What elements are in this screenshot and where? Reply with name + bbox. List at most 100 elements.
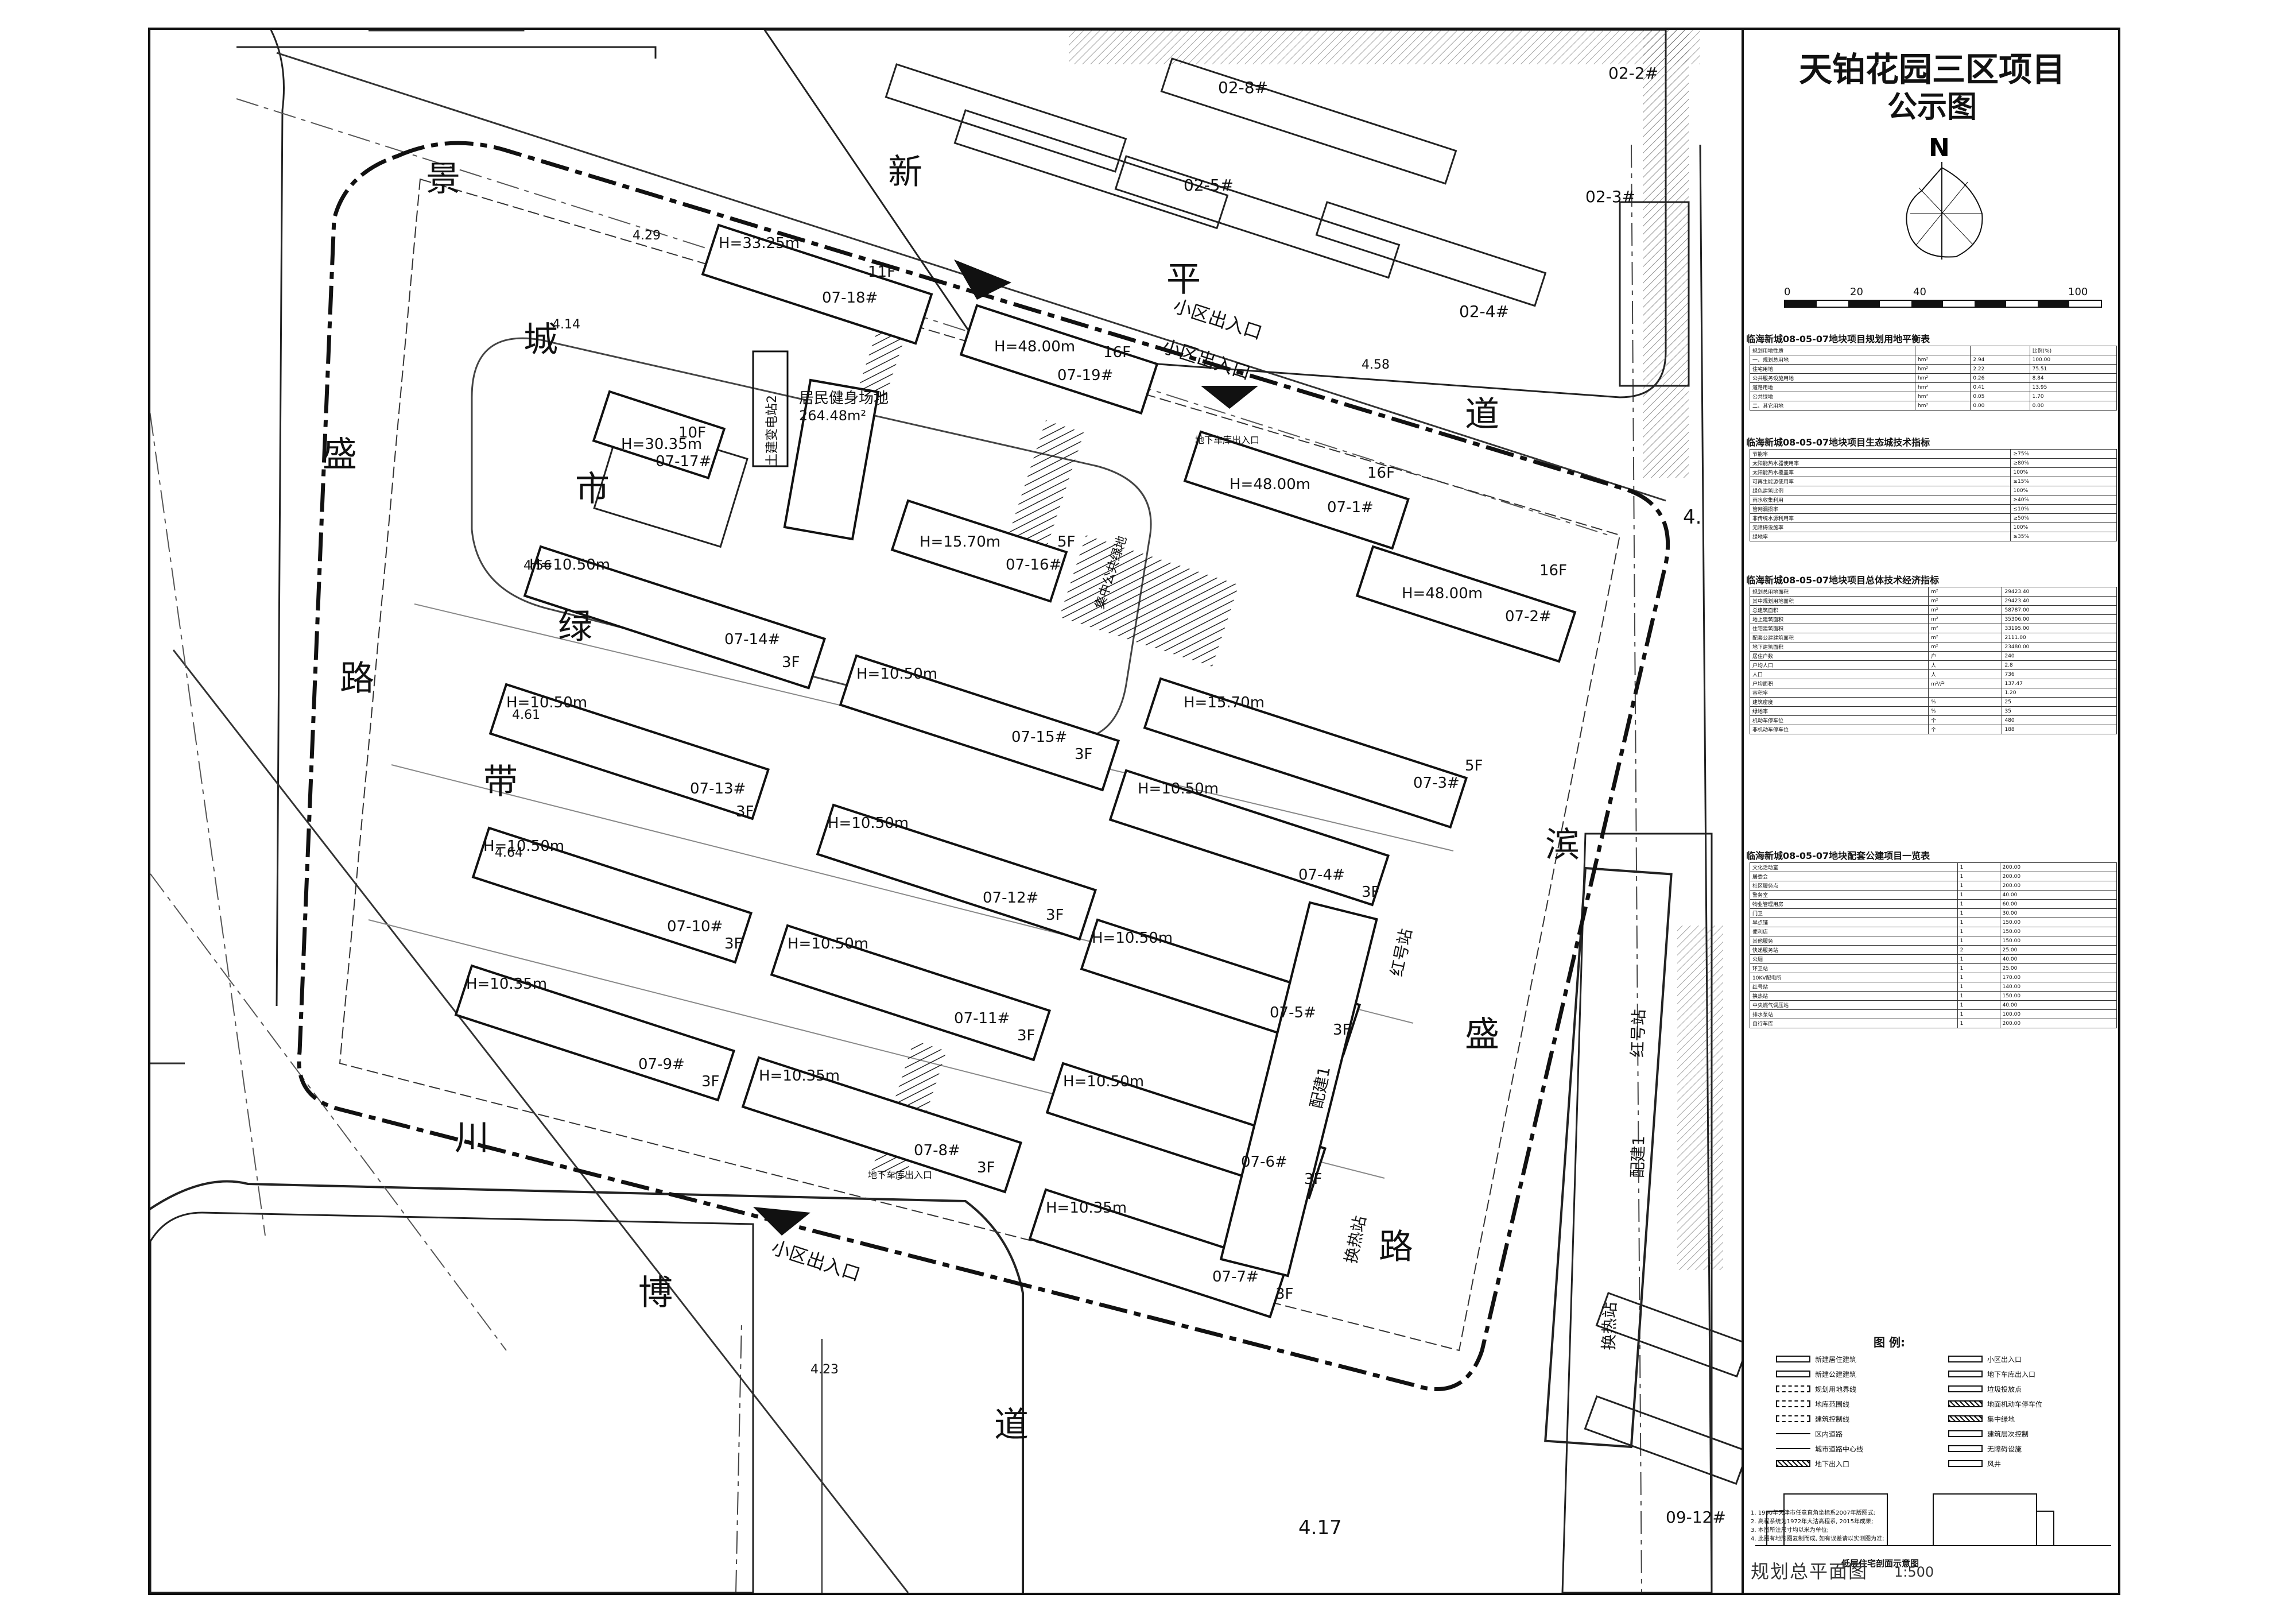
table-cell: 25.00: [1999, 963, 2117, 973]
table-cell: 1: [1957, 973, 2000, 982]
table-cell: 太阳能热水器使用率: [1749, 458, 2011, 468]
legend-label: 地下车库出入口: [1987, 1370, 2036, 1379]
table-cell: ≥35%: [2010, 532, 2117, 541]
table-cell: 33195.00: [2002, 624, 2117, 633]
floors-07-14: 3F: [782, 654, 800, 671]
table-cell: m²: [1928, 587, 2003, 597]
road-east-label-1: 滨: [1545, 825, 1580, 865]
table-cell: 1: [1957, 881, 2000, 891]
table-cell: 其他服务: [1750, 936, 1958, 946]
floors-07-8: 3F: [977, 1159, 995, 1176]
floors-07-15: 3F: [1075, 746, 1093, 763]
legend-label: 地库范围线: [1815, 1400, 1850, 1408]
elevation-labels: 4.29 4.14 4.58 4.56 4.61 4.64 4.23 4.17 …: [495, 229, 1701, 1539]
bldg-07-3: 07-3#: [1413, 775, 1460, 792]
table-cell: 1: [1957, 908, 2000, 918]
table-cell: 35: [2002, 706, 2117, 716]
table-cell: m²/户: [1928, 679, 2003, 688]
site-boundary: [297, 141, 1670, 1391]
table-cell: 换热站: [1750, 991, 1958, 1001]
table-cell: 配套公建建筑面积: [1749, 633, 1929, 642]
road-south-label-2: 博: [638, 1273, 673, 1313]
road-west-label-3: 盛: [323, 435, 357, 475]
table-cell: 总建筑面积: [1749, 605, 1929, 615]
table-cell: 1: [1957, 927, 2000, 936]
table-row: 太阳能热水器使用率≥80%: [1749, 458, 2117, 468]
table-cell: 140.00: [1999, 982, 2117, 992]
table-cell: ≥80%: [2010, 458, 2117, 468]
table-cell: 2111.00: [2002, 633, 2117, 642]
neighbor-parcel-southwest: [150, 1211, 754, 1593]
table-cell: 可再生能源使用率: [1749, 477, 2011, 486]
table-cell: 0.41: [1970, 382, 2030, 392]
table-cell: 200.00: [1999, 881, 2117, 891]
table-cell: 10KV配电所: [1750, 973, 1958, 982]
bldg-07-5: 07-5#: [1270, 1004, 1316, 1021]
table-cell: 中央燃气调压站: [1750, 1000, 1958, 1010]
elev-5: 4.61: [512, 708, 540, 722]
table-cell: 文化活动室: [1750, 862, 1958, 872]
road-east-label-2: 盛: [1465, 1015, 1499, 1055]
table-cell: 环卫站: [1750, 963, 1958, 973]
bldg-07-18: 07-18#: [822, 289, 878, 307]
legend-item: 地库范围线: [1776, 1399, 1849, 1409]
neighbor-heat: 换热站: [1599, 1302, 1620, 1350]
table-cell: hm²: [1915, 373, 1971, 383]
table-cell: 红号站: [1750, 982, 1958, 992]
floors-07-13: 3F: [736, 803, 754, 820]
table-2-title: 临海新城08-05-07地块项目生态城技术指标: [1746, 437, 1930, 448]
road-labels: 新 平 道 景 城 盛 市 绿 路 带 川 博 道 滨 盛 路: [323, 152, 1580, 1445]
table-cell: hm²: [1915, 382, 1971, 392]
table-cell: 无障碍设施率: [1749, 522, 2011, 532]
bldg-07-11: 07-11#: [954, 1010, 1010, 1027]
floors-07-2: 16F: [1539, 562, 1567, 579]
table-cell: 规划用地性质: [1749, 346, 1916, 355]
table-cell: 居委会: [1750, 872, 1958, 881]
bldg-07-8: 07-8#: [914, 1142, 960, 1159]
road-east-label-3: 路: [1379, 1227, 1413, 1267]
legend-item: 风井: [1948, 1458, 2001, 1469]
road-south-label-1: 川: [455, 1118, 489, 1158]
table-cell: 快递服务站: [1750, 945, 1958, 955]
site-plan: 新 平 道 景 城 盛 市 绿 路 带 川 博 道 滨 盛 路 07-18# H…: [150, 30, 1742, 1593]
table-cell: hm²: [1915, 355, 1971, 365]
legend-item: 城市道路中心线: [1776, 1443, 1863, 1454]
table-cell: 1: [1957, 890, 2000, 900]
table-1-title: 临海新城08-05-07地块项目规划用地平衡表: [1746, 334, 1930, 344]
elev-3: 4.58: [1362, 358, 1390, 372]
heat-label: 换热站: [1341, 1214, 1370, 1265]
floor-labels: 11F 16F 10F 5F 16F 16F 5F 3F 3F 3F 3F 3F…: [678, 264, 1567, 1303]
bldg-07-6-h: H=10.50m: [1063, 1073, 1144, 1090]
bldg-07-10: 07-10#: [667, 918, 723, 935]
legend-item: 无障碍设施: [1948, 1443, 2022, 1454]
legend-heading: 图 例:: [1874, 1335, 1905, 1349]
neighbor-02-4: 02-4#: [1459, 302, 1509, 321]
table-cell: 1: [1957, 954, 2000, 964]
table-cell: 门卫: [1750, 908, 1958, 918]
bldg-07-8-h: H=10.35m: [759, 1067, 840, 1085]
table-cell: 容积率: [1749, 688, 1929, 698]
table-cell: 137.47: [2002, 679, 2117, 688]
table-cell: 1: [1957, 918, 2000, 927]
legend-label: 地下出入口: [1815, 1460, 1850, 1468]
building-labels: 07-18# H=33.25m 07-19# H=48.00m 07-17# H…: [466, 235, 1552, 1286]
table-cell: 75.51: [2029, 364, 2117, 374]
table-cell: 公厕: [1750, 954, 1958, 964]
legend-swatch: [1948, 1385, 1983, 1392]
